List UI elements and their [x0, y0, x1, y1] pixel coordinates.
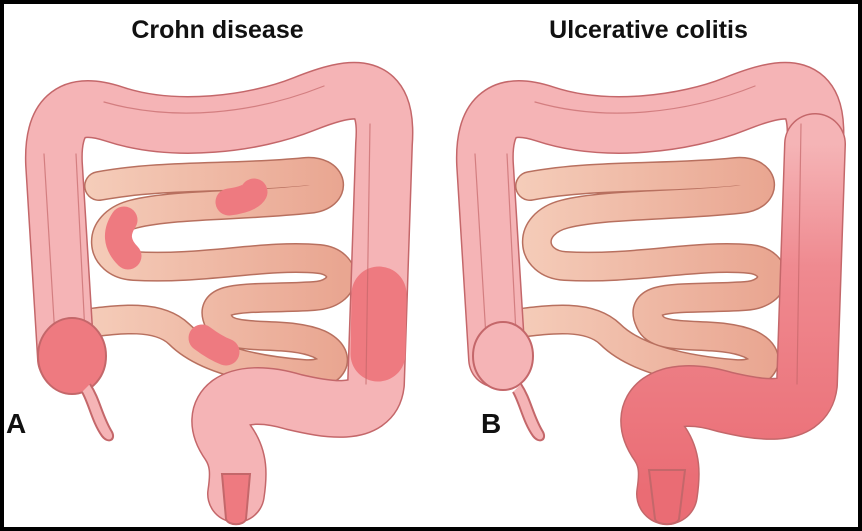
crohn-illustration — [4, 4, 431, 527]
panel-crohn: Crohn disease — [4, 4, 431, 527]
inflamed-segment — [378, 294, 379, 354]
panel-label-a: A — [6, 408, 26, 440]
appendix — [513, 384, 544, 440]
inflamed-segment — [202, 338, 226, 352]
ulcerative-colitis-illustration — [435, 4, 862, 527]
inflamed-segment — [118, 220, 128, 256]
rectum — [222, 474, 250, 524]
small-intestine — [64, 172, 341, 374]
panel-label-b: B — [481, 408, 501, 440]
appendix — [82, 384, 113, 440]
small-intestine — [495, 172, 772, 374]
cecum — [38, 318, 113, 440]
panel-ulcerative-colitis: Ulcerative colitis — [435, 4, 862, 527]
inflamed-segment — [229, 192, 254, 202]
rectum — [649, 470, 685, 524]
